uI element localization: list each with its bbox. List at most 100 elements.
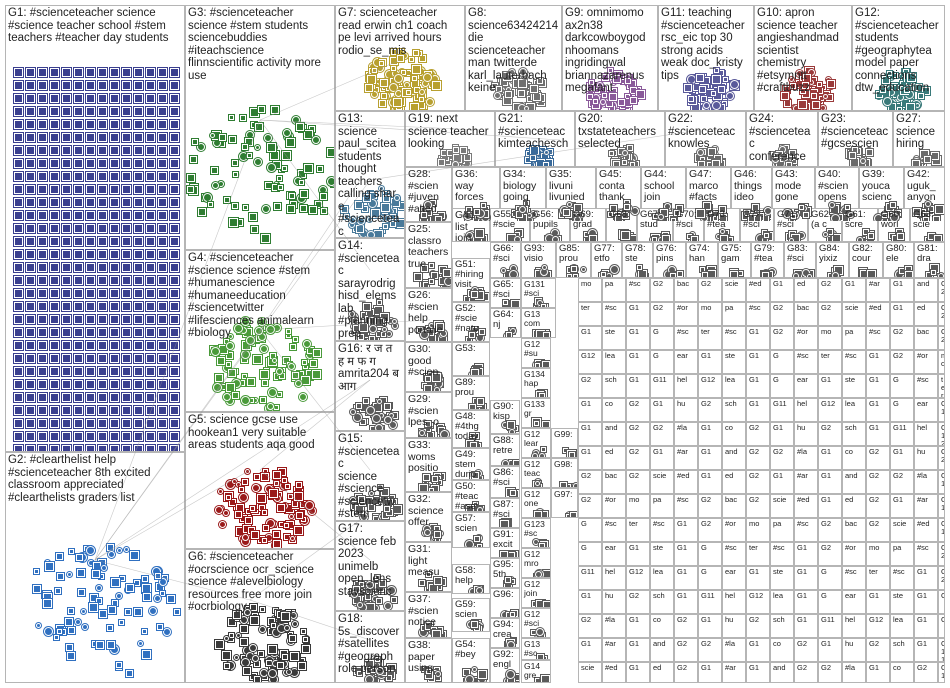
graph-node[interactable]: [254, 474, 261, 481]
graph-node[interactable]: [419, 483, 429, 491]
graph-node[interactable]: [600, 271, 606, 277]
graph-node[interactable]: [158, 328, 167, 337]
graph-node[interactable]: [431, 475, 438, 482]
graph-node[interactable]: [433, 576, 442, 585]
graph-node[interactable]: [98, 81, 107, 90]
graph-node[interactable]: [134, 354, 143, 363]
graph-node[interactable]: [425, 572, 431, 578]
graph-node[interactable]: [308, 206, 317, 215]
graph-node[interactable]: [357, 216, 366, 225]
graph-node[interactable]: [26, 133, 35, 142]
graph-node[interactable]: [134, 341, 143, 350]
graph-node[interactable]: [377, 484, 383, 490]
graph-node[interactable]: [817, 81, 823, 87]
graph-node[interactable]: [122, 107, 131, 116]
graph-node[interactable]: [239, 638, 248, 647]
graph-node[interactable]: [234, 323, 244, 333]
graph-node[interactable]: [86, 120, 95, 129]
graph-node[interactable]: [373, 305, 383, 315]
graph-node[interactable]: [38, 211, 47, 220]
graph-node[interactable]: [287, 363, 295, 371]
graph-node[interactable]: [254, 145, 260, 151]
graph-node[interactable]: [530, 85, 539, 94]
graph-node[interactable]: [400, 70, 406, 76]
graph-node[interactable]: [14, 211, 23, 220]
graph-node[interactable]: [289, 635, 297, 643]
graph-node[interactable]: [110, 185, 119, 194]
graph-node[interactable]: [494, 92, 502, 100]
graph-node[interactable]: [62, 94, 71, 103]
graph-node[interactable]: [146, 341, 155, 350]
graph-node[interactable]: [50, 237, 59, 246]
graph-node[interactable]: [250, 530, 259, 539]
graph-node[interactable]: [375, 575, 381, 581]
graph-node[interactable]: [146, 328, 155, 337]
graph-node[interactable]: [115, 592, 122, 599]
graph-node[interactable]: [50, 432, 59, 441]
graph-node[interactable]: [848, 212, 855, 219]
graph-node[interactable]: [110, 367, 119, 376]
graph-node[interactable]: [533, 93, 542, 102]
graph-node[interactable]: [50, 68, 59, 77]
graph-node[interactable]: [444, 276, 451, 286]
graph-node[interactable]: [134, 367, 143, 376]
graph-node[interactable]: [527, 213, 533, 219]
graph-node[interactable]: [289, 514, 295, 520]
graph-node[interactable]: [889, 202, 896, 209]
graph-node[interactable]: [271, 357, 277, 363]
graph-node[interactable]: [38, 445, 47, 451]
graph-node[interactable]: [50, 120, 59, 129]
graph-node[interactable]: [86, 315, 95, 324]
graph-node[interactable]: [880, 87, 887, 94]
graph-node[interactable]: [434, 387, 441, 391]
graph-node[interactable]: [301, 628, 307, 634]
graph-node[interactable]: [74, 172, 83, 181]
graph-node[interactable]: [348, 310, 355, 317]
graph-node[interactable]: [781, 92, 790, 101]
graph-node[interactable]: [86, 107, 95, 116]
graph-node[interactable]: [208, 201, 213, 207]
graph-node[interactable]: [286, 204, 295, 213]
graph-node[interactable]: [170, 276, 179, 285]
graph-node[interactable]: [146, 198, 155, 207]
graph-node[interactable]: [912, 160, 921, 166]
graph-node[interactable]: [530, 155, 537, 162]
graph-node[interactable]: [518, 89, 526, 97]
graph-node[interactable]: [478, 670, 488, 680]
graph-node[interactable]: [74, 328, 83, 337]
graph-node[interactable]: [414, 272, 423, 281]
graph-node[interactable]: [146, 224, 155, 233]
graph-node[interactable]: [251, 654, 259, 662]
graph-node[interactable]: [906, 73, 916, 83]
graph-node[interactable]: [243, 204, 249, 210]
graph-node[interactable]: [98, 107, 107, 116]
graph-node[interactable]: [155, 572, 162, 579]
graph-node[interactable]: [364, 83, 373, 92]
graph-node[interactable]: [146, 419, 155, 428]
graph-node[interactable]: [248, 643, 257, 652]
graph-node[interactable]: [50, 315, 59, 324]
graph-node[interactable]: [284, 625, 291, 632]
graph-node[interactable]: [134, 120, 143, 129]
graph-node[interactable]: [74, 263, 83, 272]
graph-node[interactable]: [661, 235, 670, 241]
graph-node[interactable]: [774, 152, 780, 158]
graph-node[interactable]: [110, 146, 119, 155]
graph-node[interactable]: [14, 328, 23, 337]
graph-node[interactable]: [14, 198, 23, 207]
graph-node[interactable]: [81, 623, 88, 630]
graph-node[interactable]: [146, 159, 155, 168]
graph-node[interactable]: [282, 150, 292, 160]
graph-node[interactable]: [62, 432, 71, 441]
graph-node[interactable]: [810, 93, 817, 99]
graph-node[interactable]: [386, 330, 393, 337]
graph-node[interactable]: [134, 393, 143, 402]
graph-node[interactable]: [26, 380, 35, 389]
graph-node[interactable]: [45, 562, 54, 572]
graph-node[interactable]: [435, 216, 443, 221]
graph-node[interactable]: [26, 315, 35, 324]
graph-node[interactable]: [62, 315, 71, 324]
graph-node[interactable]: [211, 166, 219, 174]
graph-node[interactable]: [247, 378, 256, 387]
graph-node[interactable]: [867, 270, 877, 277]
